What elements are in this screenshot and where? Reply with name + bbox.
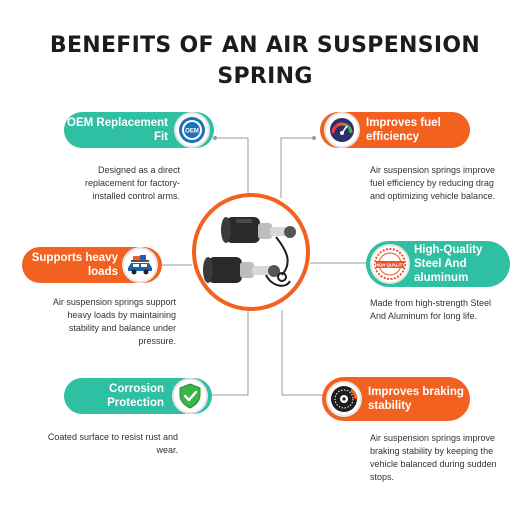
benefit-desc-braking: Air suspension springs improve braking s… [370, 433, 497, 482]
benefit-desc-corrosion: Coated surface to resist rust and wear. [47, 432, 178, 455]
high-quality-stamp-icon: HIGH QUALITY [370, 244, 410, 284]
benefit-label-loads: Supports heavy loads [31, 252, 118, 278]
benefit-pill-fuel: Improves fuel efficiency [320, 112, 470, 148]
benefit-desc-oem: Designed as a direct replacement for fac… [84, 165, 180, 201]
benefit-desc-fuel: Air suspension springs improve fuel effi… [370, 165, 496, 201]
high-quality-stamp-text: HIGH QUALITY [375, 263, 405, 268]
brake-disc-icon [326, 381, 362, 417]
benefit-pill-steel: HIGH QUALITY High-Quality Steel And alum… [366, 241, 510, 287]
shield-check-icon [172, 378, 208, 414]
center-product-image [192, 193, 310, 311]
benefit-pill-oem: OEM Replacement Fit OEM [64, 112, 214, 148]
fuel-gauge-icon [324, 112, 360, 148]
benefit-label-braking: Improves braking stability [368, 386, 464, 412]
oem-badge-icon: OEM [174, 112, 210, 148]
page-title: BENEFITS OF AN AIR SUSPENSION SPRING [49, 33, 481, 89]
benefit-label-fuel: Improves fuel efficiency [366, 117, 441, 143]
air-suspension-strut-image [203, 217, 296, 287]
oem-badge-text: OEM [185, 129, 199, 135]
benefit-label-steel: High-Quality Steel And aluminum [414, 244, 483, 284]
benefit-pill-loads: Supports heavy loads [22, 247, 162, 283]
benefit-pill-braking: Improves braking stability [322, 377, 470, 421]
benefit-pill-corrosion: Corrosion Protection [64, 378, 212, 414]
benefit-desc-steel: Made from high-strength Steel And Alumin… [370, 298, 492, 321]
benefit-label-corrosion: Corrosion Protection [107, 383, 164, 409]
loaded-car-icon [122, 247, 158, 283]
benefit-label-oem: OEM Replacement Fit [67, 117, 168, 143]
benefit-desc-loads: Air suspension springs support heavy loa… [52, 297, 176, 346]
